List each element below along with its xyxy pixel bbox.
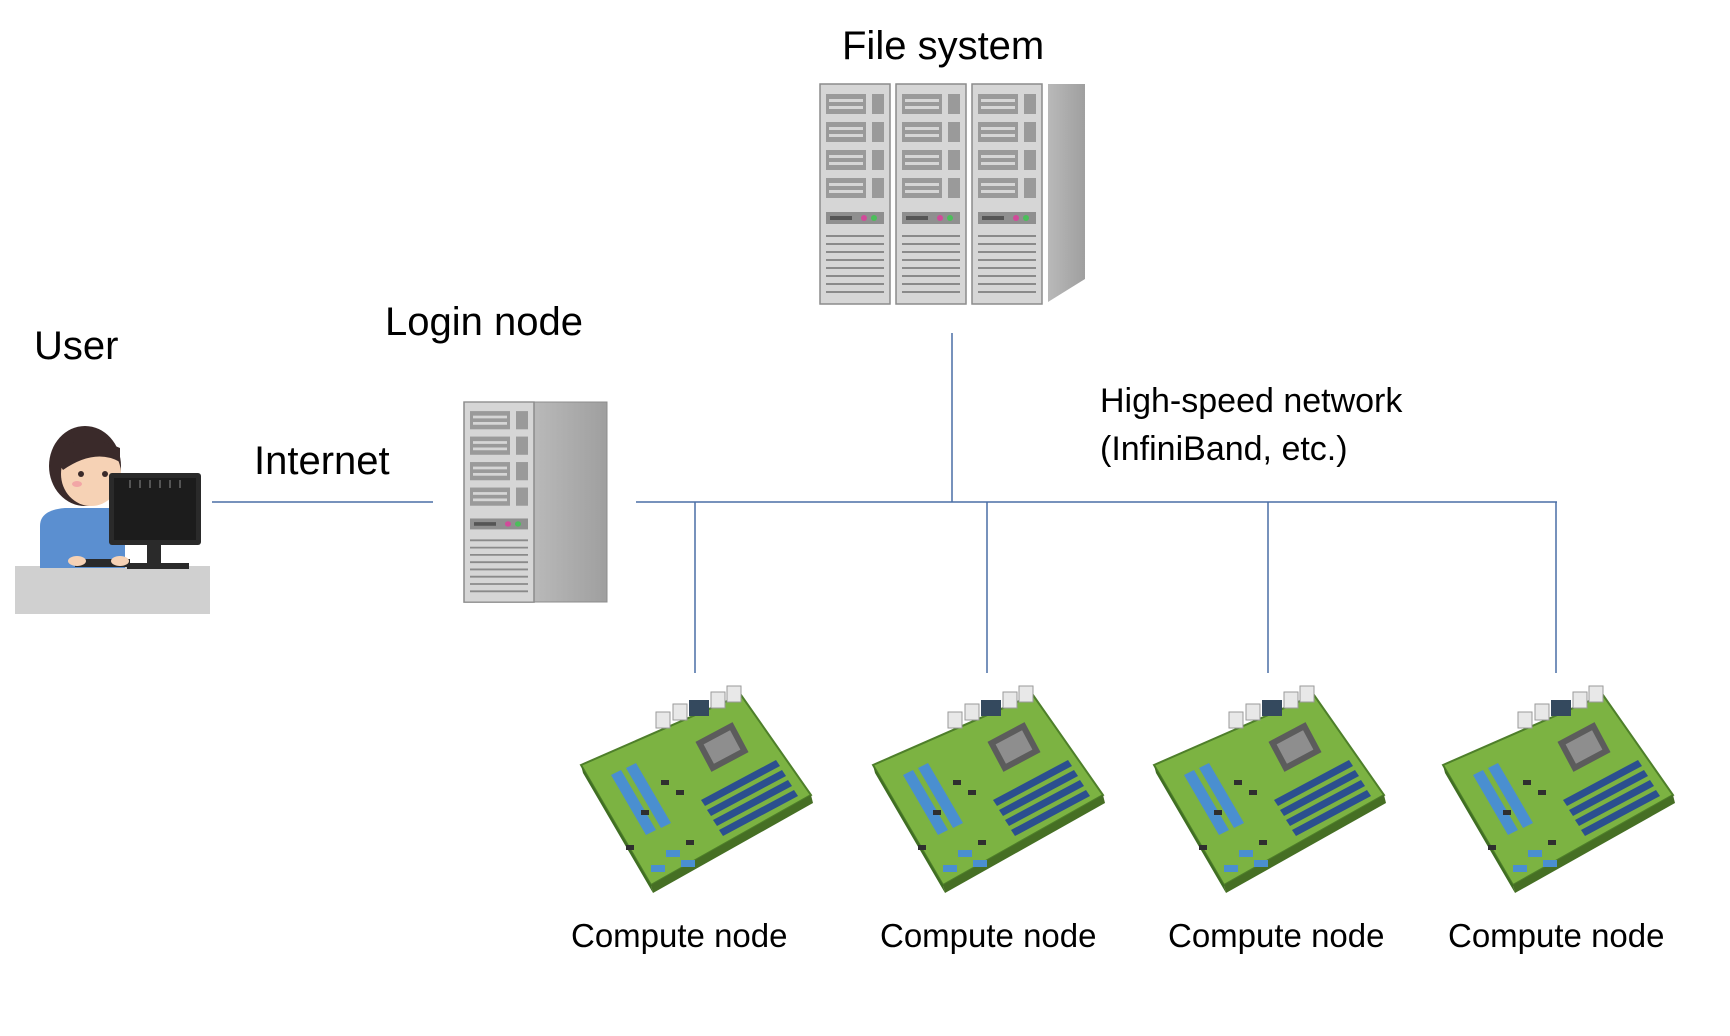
server-rack-icon [819, 83, 1085, 305]
network-label-line-1: High-speed network [1100, 382, 1403, 420]
motherboard-icon [1442, 685, 1676, 894]
motherboard-icon [872, 685, 1106, 894]
motherboard-icon [1153, 685, 1387, 894]
server-tower-icon [463, 401, 608, 604]
internet-label: Internet [254, 439, 390, 483]
user-label: User [34, 324, 119, 368]
connection-lines [212, 333, 1557, 673]
file-system-label: File system [842, 24, 1045, 68]
network-label-line-2: (InfiniBand, etc.) [1100, 429, 1348, 468]
login-node-label: Login node [385, 300, 583, 344]
compute-node-label: Compute node [880, 917, 1097, 954]
compute-node-label: Compute node [1448, 917, 1665, 954]
compute-node-label: Compute node [1168, 917, 1385, 954]
compute-node-label: Compute node [571, 917, 788, 954]
person-at-computer-icon [15, 426, 210, 614]
network-label: High-speed network (InfiniBand, etc.) [1100, 378, 1402, 473]
motherboard-icon [580, 685, 814, 894]
